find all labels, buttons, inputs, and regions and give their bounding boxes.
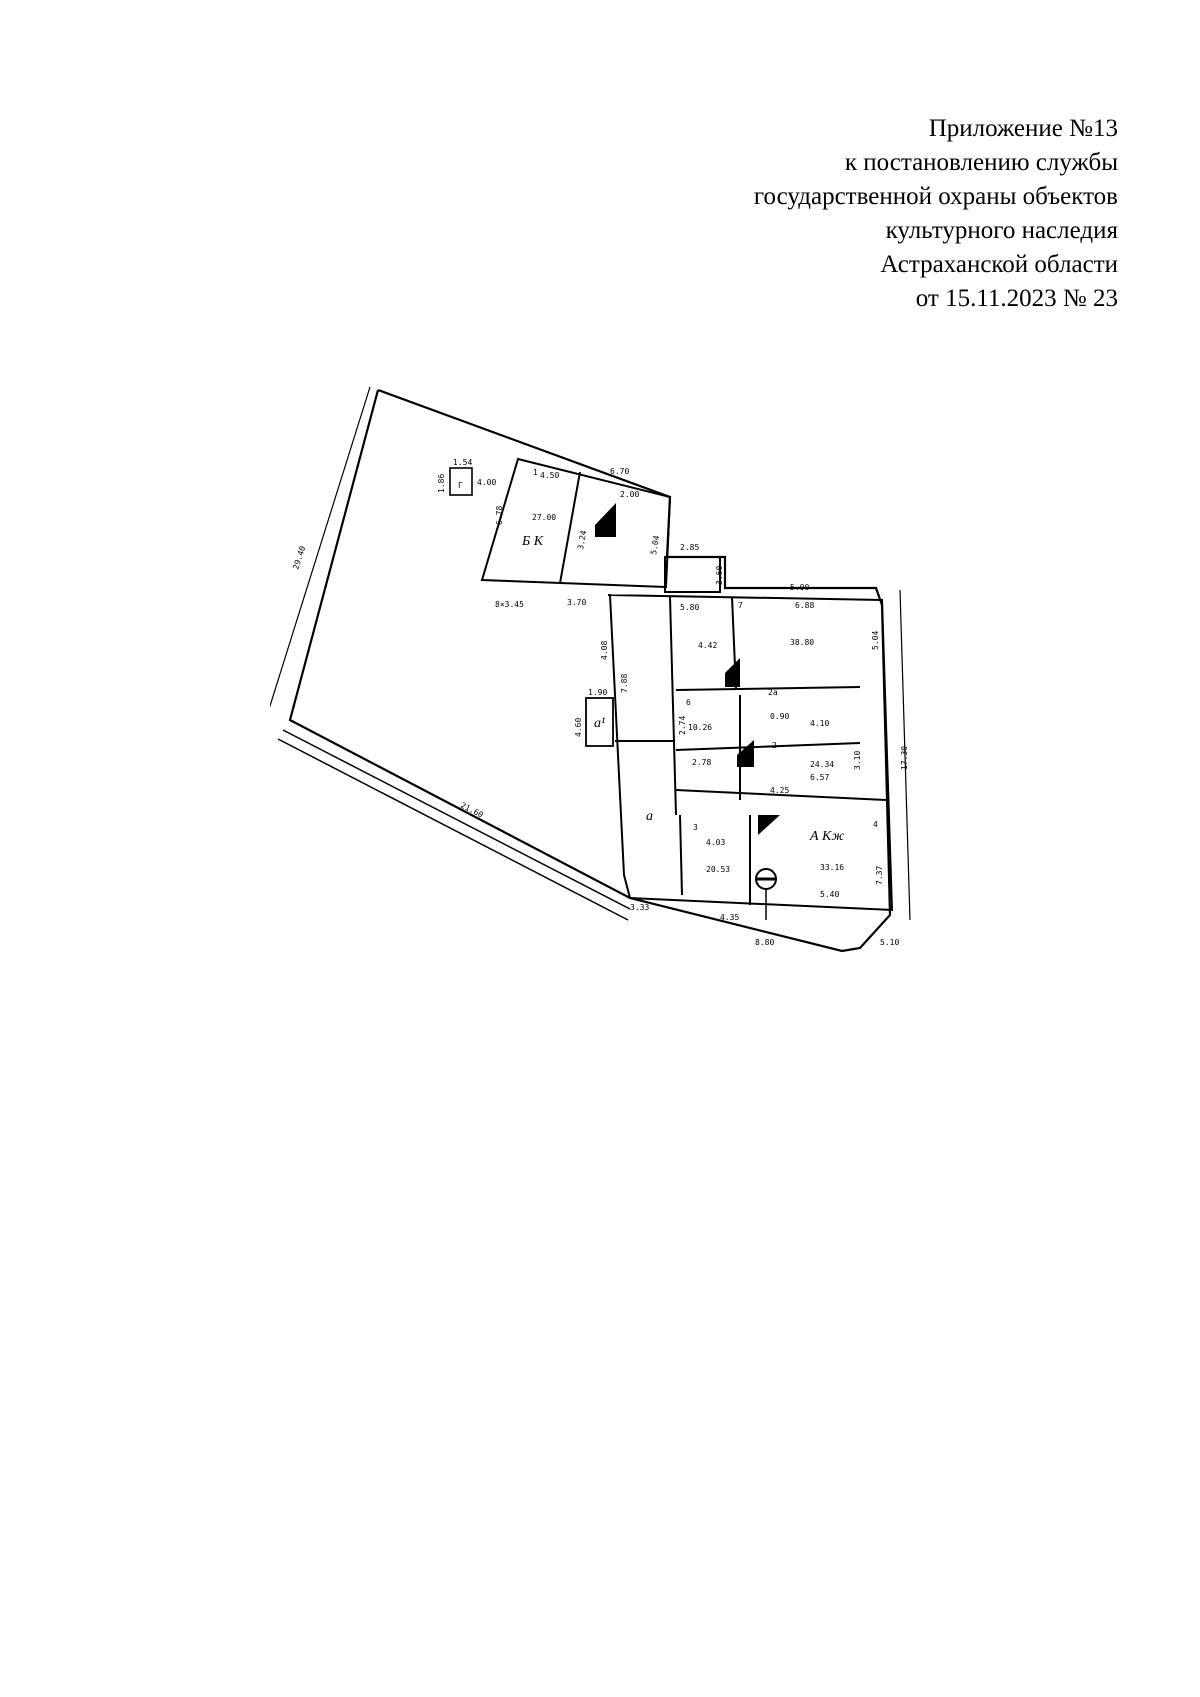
room-2: 2 [772, 741, 777, 750]
dim-0-90: 0.90 [770, 712, 789, 721]
room-4: 4 [873, 820, 878, 829]
dim-6-88: 6.88 [795, 601, 814, 610]
outbuilding-b [480, 457, 721, 593]
room-7: 7 [738, 601, 743, 610]
dim-4-50: 4.50 [540, 471, 559, 480]
area-24-34: 24.34 [810, 760, 834, 769]
appendix-number: Приложение №13 [928, 115, 1118, 142]
room-2a: 2а [768, 688, 778, 697]
dim-4-35: 4.35 [720, 913, 739, 922]
dim-5-00: 5.00 [790, 583, 809, 592]
dim-3-33: 3.33 [630, 903, 649, 912]
dim-1-54: 1.54 [453, 458, 472, 467]
dim-6-78: 6.78 [495, 506, 504, 525]
dim-4-42: 4.42 [698, 641, 717, 650]
appendix-subtitle-3: культурного наследия [885, 217, 1118, 244]
appendix-subtitle-1: к постановлению службы [844, 149, 1118, 176]
dim-1-90: 1.90 [588, 688, 607, 697]
area-20-53: 20.53 [706, 865, 730, 874]
dim-6-70: 6.70 [610, 467, 629, 476]
room-1-outbuilding: 1 [533, 468, 538, 477]
dim-4-00: 4.00 [477, 478, 496, 487]
dim-7-88: 7.88 [620, 674, 629, 693]
dim-3-60: 3.60 [715, 566, 724, 585]
label-bkc: Б К [521, 534, 544, 549]
appendix-date: от 15.11.2023 № 23 [915, 285, 1118, 312]
label-a: а [646, 809, 653, 824]
area-27-00: 27.00 [532, 513, 556, 522]
room-6: 6 [686, 698, 691, 707]
dim-4-08: 4.08 [600, 641, 609, 660]
dim-5-40: 5.40 [820, 890, 839, 899]
dim-4-03: 4.03 [706, 838, 725, 847]
dim-3-24: 3.24 [576, 530, 588, 551]
floor-plan-svg: 29.40 1.54 1.86 Г 4.00 6.70 4.50 6.78 1 … [270, 386, 911, 953]
dim-2-74: 2.74 [678, 716, 687, 735]
dim-8x3-45: 8×3.45 [495, 600, 524, 609]
stove-symbols [595, 503, 780, 835]
annex-a1 [585, 697, 614, 747]
appendix-subtitle-4: Астраханской области [880, 251, 1118, 278]
dim-5-04-b: 5.04 [871, 631, 880, 650]
appendix-header: Приложение №13 к постановлению службы го… [598, 112, 1118, 316]
dim-5-04: 5.04 [649, 535, 661, 556]
dim-29-40: 29.40 [291, 545, 307, 571]
label-a-kj: А Кж [809, 829, 844, 844]
label-a1: а¹ [594, 716, 605, 731]
area-38-80: 38.80 [790, 638, 814, 647]
dim-17-30: 17.30 [900, 746, 909, 770]
area-10-26: 10.26 [688, 723, 712, 732]
dim-2-78: 2.78 [692, 758, 711, 767]
dim-2-85: 2.85 [680, 543, 699, 552]
dim-3-10: 3.10 [853, 751, 862, 770]
dim-21-60: 21.60 [459, 801, 485, 820]
label-g: Г [458, 481, 463, 490]
dim-3-70: 3.70 [567, 598, 586, 607]
dim-1-86: 1.86 [437, 474, 446, 493]
main-house [607, 594, 894, 912]
room-3: 3 [693, 823, 698, 832]
dim-4-25: 4.25 [770, 786, 789, 795]
floor-plan-drawing: 29.40 1.54 1.86 Г 4.00 6.70 4.50 6.78 1 … [270, 375, 990, 1110]
dim-5-10: 5.10 [880, 938, 899, 947]
dim-4-10: 4.10 [810, 719, 829, 728]
area-33-16: 33.16 [820, 863, 844, 872]
dim-5-80: 5.80 [680, 603, 699, 612]
dim-4-60: 4.60 [574, 718, 583, 737]
plot-outline [270, 386, 911, 953]
dim-8-80: 8.80 [755, 938, 774, 947]
shed [449, 467, 473, 496]
dim-7-37: 7.37 [875, 866, 884, 885]
dim-2-00: 2.00 [620, 490, 639, 499]
appendix-subtitle-2: государственной охраны объектов [753, 183, 1118, 210]
plan-labels: 29.40 1.54 1.86 Г 4.00 6.70 4.50 6.78 1 … [291, 458, 909, 947]
dim-6-57: 6.57 [810, 773, 829, 782]
